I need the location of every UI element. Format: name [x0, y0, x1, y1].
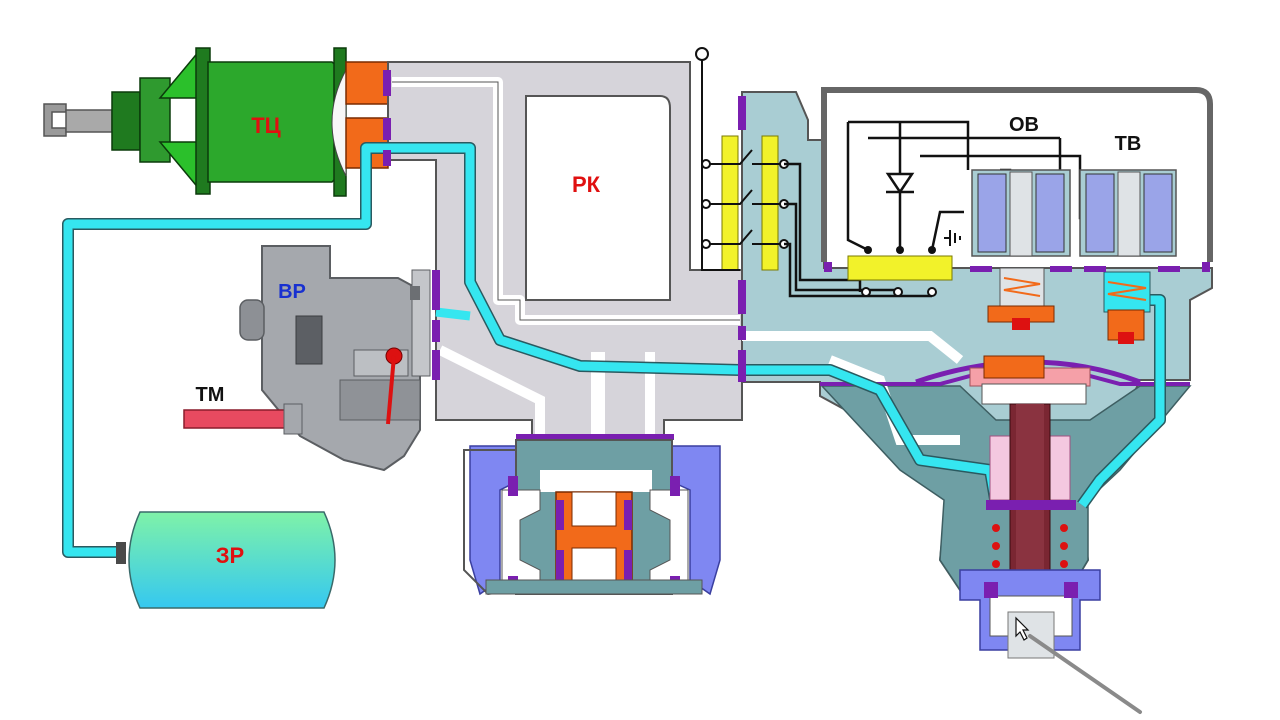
electro-valve-body — [741, 91, 1213, 591]
label-brake-valve: ТВ — [1115, 133, 1142, 155]
diode-icon — [885, 172, 915, 195]
lower-piston-unit — [463, 439, 721, 596]
solenoid-release-valve: ОВ — [970, 114, 1072, 330]
label-reservoir: ЗР — [216, 543, 244, 568]
pointer-stick — [1028, 634, 1142, 714]
seals — [383, 70, 1210, 440]
ground-icon — [944, 230, 961, 246]
cursor-arrow-icon — [1015, 616, 1030, 641]
label-air-distributor: ВР — [278, 281, 306, 303]
brake-line-pipe: ТМ — [183, 384, 303, 435]
label-release-valve: ОВ — [1009, 114, 1039, 136]
terminal-strip — [847, 246, 953, 297]
label-brake-line: ТМ — [196, 384, 225, 406]
solenoid-brake-valve: ТВ — [1079, 133, 1180, 344]
label-brake-cylinder: ТЦ — [251, 113, 281, 138]
reservoir: ЗР — [116, 511, 336, 609]
diaphragm-stem-unit — [915, 355, 1141, 659]
electric-circuit — [784, 87, 1213, 298]
main-valve-body: РК — [387, 61, 743, 490]
label-chamber: РК — [572, 172, 601, 197]
brake-cylinder: ТЦ — [43, 47, 389, 197]
air-distributor: ВР — [239, 245, 431, 472]
contact-block — [695, 47, 789, 271]
terminal-top — [695, 47, 709, 61]
